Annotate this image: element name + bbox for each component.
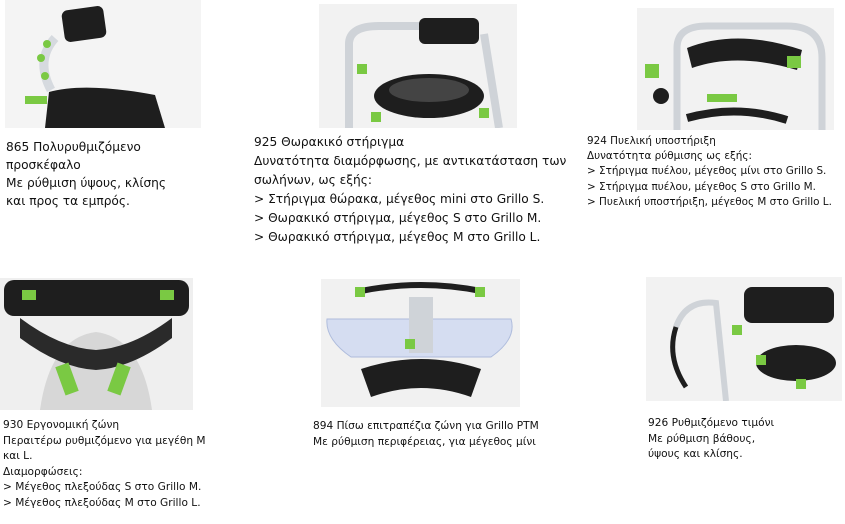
caption-line: > Μέγεθος πλεξούδας S στο Grillo M. [3, 481, 202, 494]
caption-pelvic-support: 924 Πυελική υποστήριξη Δυνατότητα ρύθμισ… [587, 134, 832, 210]
headrest-illustration [5, 0, 201, 128]
caption-line: 926 Ρυθμιζόμενο τιμόνι [648, 417, 775, 429]
caption-line: 894 Πίσω επιτραπέζια ζώνη για Grillo PTM [313, 420, 539, 432]
caption-line: ύψους και κλίσης. [648, 448, 743, 461]
caption-chest-support: 925 Θωρακικό στήριγμα Δυνατότητα διαμόρφ… [254, 133, 566, 247]
product-image-handlebar [646, 277, 842, 401]
caption-line: Περαιτέρω ρυθμιζόμενο για μεγέθη M [3, 434, 206, 447]
product-image-chest-support [319, 4, 517, 128]
caption-line: > Θωρακικό στήριγμα, μέγεθος M στο Grill… [254, 230, 541, 244]
caption-line: Δυνατότητα ρύθμισης ως εξής: [587, 150, 752, 163]
product-image-ergonomic-belt [0, 278, 193, 410]
handlebar-illustration [646, 277, 842, 401]
pelvic-support-illustration [637, 8, 834, 130]
caption-line: Με ρύθμιση βάθους, [648, 432, 756, 445]
caption-handlebar: 926 Ρυθμιζόμενο τιμόνι Με ρύθμιση βάθους… [648, 416, 774, 463]
caption-line: σωλήνων, ως εξής: [254, 173, 373, 187]
caption-line: > Στήριγμα θώρακα, μέγεθος mini στο Gril… [254, 192, 545, 206]
caption-line: Με ρύθμιση περιφέρειας, για μέγεθος μίνι [313, 435, 536, 448]
caption-line: Με ρύθμιση ύψους, κλίσης [6, 176, 167, 190]
caption-line: > Στήριγμα πυέλου, μέγεθος μίνι στο Gril… [587, 165, 827, 178]
caption-line: και L. [3, 450, 33, 463]
caption-headrest: 865 Πολυρυθμιζόμενο προσκέφαλο Με ρύθμισ… [6, 138, 166, 210]
table-belt-illustration [321, 279, 520, 407]
caption-line: Διαμορφώσεις: [3, 465, 83, 478]
caption-line: > Θωρακικό στήριγμα, μέγεθος S στο Grill… [254, 211, 542, 225]
chest-support-illustration [319, 4, 517, 128]
product-image-headrest [5, 0, 201, 128]
product-image-pelvic-support [637, 8, 834, 130]
caption-line: και προς τα εμπρός. [6, 194, 130, 208]
caption-ergonomic-belt: 930 Εργονομική ζώνη Περαιτέρω ρυθμιζόμεν… [3, 418, 206, 512]
ergonomic-belt-illustration [0, 278, 193, 410]
caption-table-belt: 894 Πίσω επιτραπέζια ζώνη για Grillo PTM… [313, 419, 539, 450]
caption-line: > Στήριγμα πυέλου, μέγεθος S στο Grillo … [587, 180, 816, 193]
caption-line: 865 Πολυρυθμιζόμενο [6, 140, 141, 154]
caption-line: προσκέφαλο [6, 158, 81, 172]
caption-line: 925 Θωρακικό στήριγμα [254, 135, 405, 149]
caption-line: Δυνατότητα διαμόρφωσης, με αντικατάσταση… [254, 154, 567, 168]
product-image-table-belt [321, 279, 520, 407]
caption-line: 924 Πυελική υποστήριξη [587, 135, 716, 147]
caption-line: > Πυελική υποστήριξη, μέγεθος M στο Gril… [587, 195, 832, 208]
caption-line: 930 Εργονομική ζώνη [3, 419, 120, 431]
caption-line: > Μέγεθος πλεξούδας M στο Grillo L. [3, 496, 201, 509]
